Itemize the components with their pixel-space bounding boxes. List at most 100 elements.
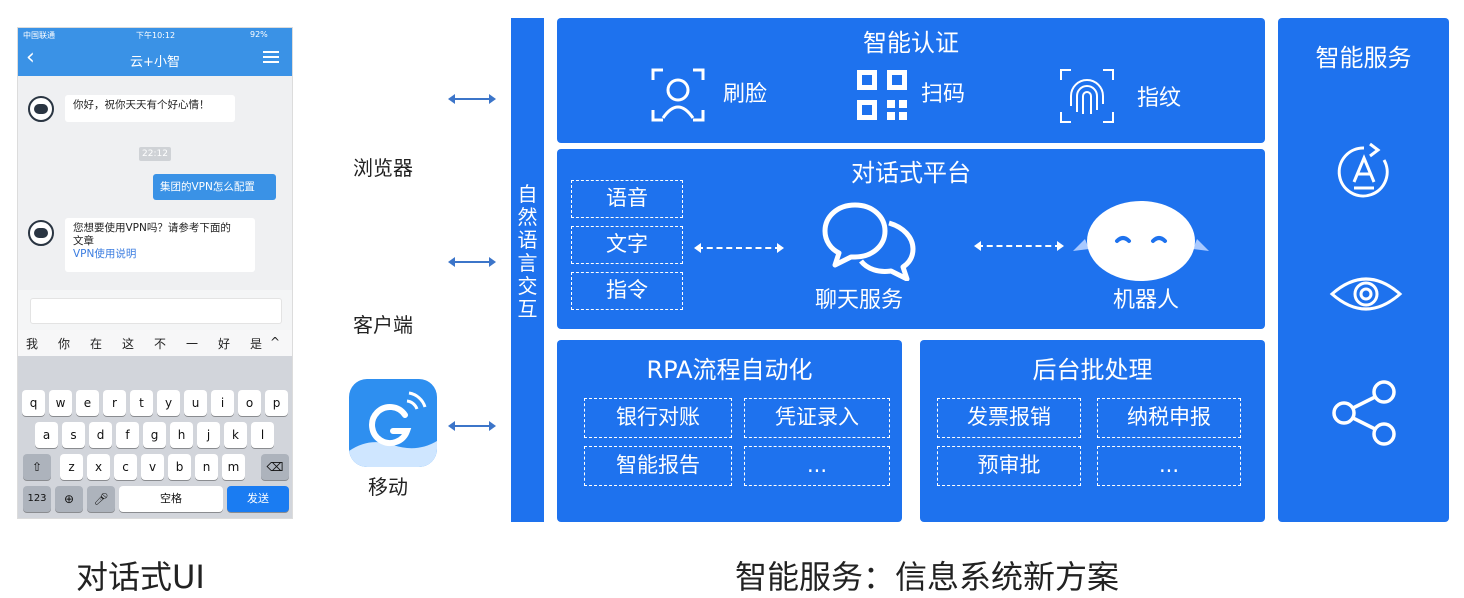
menu-icon[interactable] (263, 51, 279, 63)
carrier-label: 中国联通 (23, 31, 55, 40)
share-icon (1332, 380, 1396, 446)
candidate-word[interactable]: 这 (122, 337, 135, 351)
bot-message: 你好，祝你天天有个好心情！ (65, 95, 235, 122)
shift-key[interactable]: ⇧ (23, 454, 51, 480)
eye-icon (1329, 277, 1403, 311)
key[interactable]: o (238, 390, 261, 416)
robot-label: 机器人 (1113, 288, 1180, 313)
dialog-platform-title: 对话式平台 (851, 159, 971, 187)
key[interactable]: x (87, 454, 110, 480)
key[interactable]: s (62, 422, 85, 448)
key[interactable]: y (157, 390, 180, 416)
left-caption: 对话式UI (76, 558, 205, 596)
key[interactable]: d (89, 422, 112, 448)
key[interactable]: p (265, 390, 288, 416)
key[interactable]: i (211, 390, 234, 416)
batch-item: ... (1097, 446, 1241, 486)
face-label: 刷脸 (723, 82, 768, 107)
timestamp: 22:12 (139, 147, 171, 161)
nli-bar (511, 18, 544, 522)
nli-label: 自 然 语 言 交 互 (511, 183, 544, 321)
mobile-label: 移动 (368, 475, 408, 499)
text-input-box: 文字 (571, 226, 683, 264)
nli-label-text: 自 然 语 言 交 互 (517, 182, 538, 321)
key[interactable]: t (130, 390, 153, 416)
rpa-item: 银行对账 (584, 398, 732, 438)
key[interactable]: a (35, 422, 58, 448)
status-time: 下午10:12 (136, 31, 176, 40)
chat-to-robot-arrow (974, 241, 1064, 251)
bot-message-text: 文章 (73, 235, 94, 247)
back-button[interactable]: ‹ (26, 45, 35, 70)
send-key[interactable]: 发送 (227, 486, 289, 512)
space-key[interactable]: 空格 (119, 486, 223, 512)
candidate-bar: 我 你 在 这 不 一 好 是 ^ (18, 330, 292, 356)
status-bar: 中国联通 下午10:12 92% (18, 28, 292, 42)
rpa-panel: RPA流程自动化 银行对账 凭证录入 智能报告 ... (557, 340, 902, 522)
mobile-app-icon (349, 379, 437, 467)
input-to-chat-arrow (694, 243, 784, 253)
key[interactable]: j (197, 422, 220, 448)
smart-service-panel: 智能服务 (1278, 18, 1449, 522)
rpa-item: 凭证录入 (744, 398, 890, 438)
candidate-word[interactable]: 一 (186, 337, 199, 351)
voice-input-box: 语音 (571, 180, 683, 218)
client-label: 客户端 (353, 313, 413, 337)
key[interactable]: z (60, 454, 83, 480)
candidate-word[interactable]: 不 (154, 337, 167, 351)
fingerprint-label: 指纹 (1137, 86, 1182, 111)
battery-label: 92% (250, 30, 268, 39)
browser-arrow (448, 94, 496, 104)
input-bar (18, 290, 292, 330)
bot-message-text: 您想要使用VPN吗？请参考下面的 (73, 222, 231, 234)
qr-code-icon (857, 70, 907, 120)
key[interactable]: r (103, 390, 126, 416)
numbers-key[interactable]: 123 (23, 486, 51, 512)
key[interactable]: g (143, 422, 166, 448)
user-message-text: 集团的VPN怎么配置 (160, 181, 255, 193)
key[interactable]: e (76, 390, 99, 416)
batch-panel: 后台批处理 发票报销 纳税申报 预审批 ... (920, 340, 1265, 522)
bot-avatar (28, 220, 54, 246)
command-input-box: 指令 (571, 272, 683, 310)
chat-service-label: 聊天服务 (815, 288, 904, 313)
bot-message: 您想要使用VPN吗？请参考下面的 文章 VPN使用说明 (65, 218, 255, 272)
message-input[interactable] (30, 298, 282, 324)
candidate-word[interactable]: 我 (26, 337, 39, 351)
right-caption: 智能服务：信息系统新方案 (735, 558, 1120, 596)
candidate-word[interactable]: 你 (58, 337, 71, 351)
ai-cycle-icon (1337, 142, 1389, 198)
key[interactable]: n (195, 454, 218, 480)
microphone-icon[interactable]: 🎤︎ (87, 486, 115, 512)
key[interactable]: c (114, 454, 137, 480)
chat-bubbles-icon (822, 202, 916, 281)
expand-candidates-icon[interactable]: ^ (270, 335, 281, 349)
vpn-guide-link[interactable]: VPN使用说明 (73, 248, 137, 260)
rpa-title: RPA流程自动化 (646, 356, 813, 384)
smart-auth-title: 智能认证 (863, 29, 959, 57)
delete-key[interactable]: ⌫ (261, 454, 289, 480)
candidate-word[interactable]: 好 (218, 337, 231, 351)
client-arrow (448, 257, 496, 267)
batch-item: 预审批 (937, 446, 1081, 486)
fingerprint-icon (1060, 69, 1114, 123)
chat-title: 云+小智 (130, 55, 180, 70)
user-message: 集团的VPN怎么配置 (153, 174, 276, 200)
key[interactable]: f (116, 422, 139, 448)
key[interactable]: b (168, 454, 191, 480)
candidate-word[interactable]: 是 (250, 337, 263, 351)
key[interactable]: q (22, 390, 45, 416)
candidate-word[interactable]: 在 (90, 337, 103, 351)
chat-nav-bar: ‹ 云+小智 (18, 42, 292, 76)
key[interactable]: v (141, 454, 164, 480)
key[interactable]: h (170, 422, 193, 448)
robot-icon (1073, 201, 1209, 281)
key[interactable]: m (222, 454, 245, 480)
mobile-arrow (448, 421, 496, 431)
globe-icon[interactable]: ⊕ (55, 486, 83, 512)
key[interactable]: w (49, 390, 72, 416)
key[interactable]: u (184, 390, 207, 416)
key[interactable]: l (251, 422, 274, 448)
key[interactable]: k (224, 422, 247, 448)
